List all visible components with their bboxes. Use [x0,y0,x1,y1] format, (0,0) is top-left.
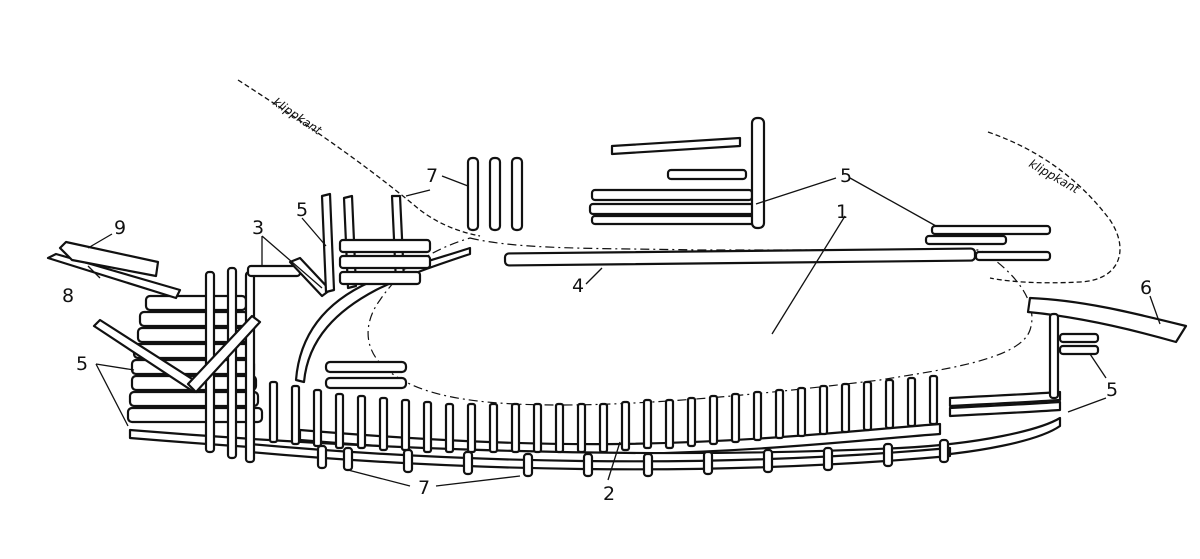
label-7-bottom: 7 [418,477,430,499]
timber-9 [58,240,160,278]
bow-planking [1048,312,1100,400]
label-5-top-middle: 5 [840,165,852,187]
timber-6 [1026,296,1188,344]
loose-plank-b [324,376,408,390]
loose-plank-a [324,360,408,374]
frame-stubs [316,438,950,478]
planks-5-middle [588,116,766,230]
plank-3 [246,264,302,278]
label-1: 1 [836,201,848,223]
curved-frame [294,246,472,384]
cliff-edge-left-line [237,79,481,237]
label-3: 3 [252,217,264,239]
label-5-right: 5 [1106,379,1118,401]
leader-lines [87,175,1161,487]
stern-posts [92,266,262,464]
label-2: 2 [603,483,615,505]
upper-frames-7 [466,156,524,232]
label-6: 6 [1140,277,1152,299]
label-5-top-left: 5 [296,199,308,221]
cliff-edge-label-right: klippkant [1027,156,1083,197]
cliff-edge-label-left: klippkant [270,95,325,138]
upper-frames-left [320,192,432,294]
plank-4 [503,247,977,267]
label-9: 9 [114,217,126,239]
cliff-edge-right-line [987,131,1121,284]
label-7-top: 7 [426,165,438,187]
label-8: 8 [62,285,74,307]
timber-8 [46,252,182,300]
side-frames [268,374,939,454]
label-4: 4 [572,275,584,297]
planks-5-right [924,224,1052,262]
label-5-left: 5 [76,353,88,375]
